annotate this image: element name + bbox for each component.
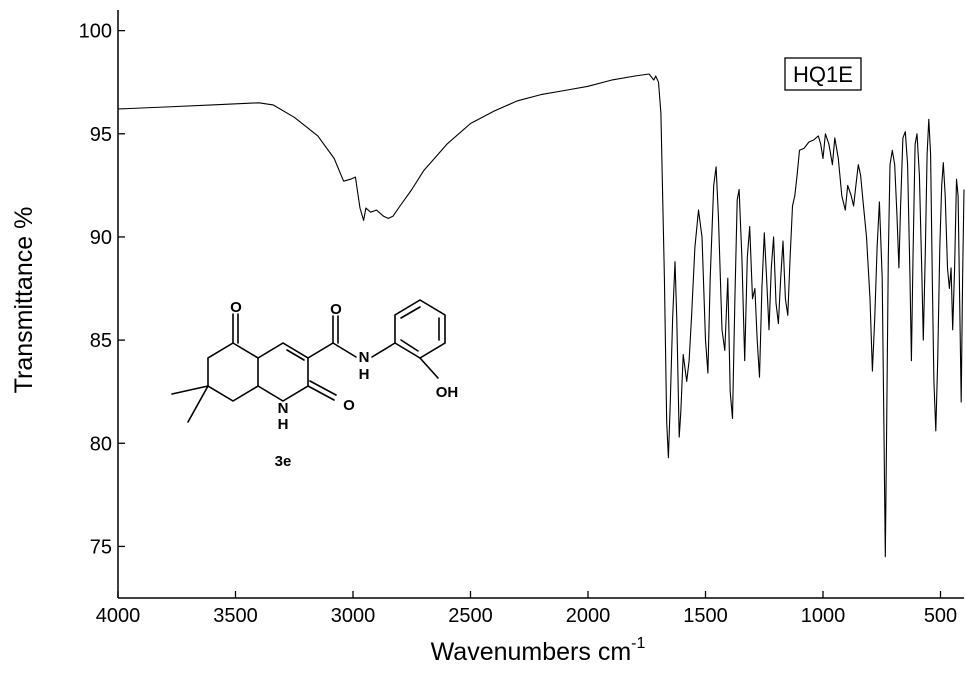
bond-pyridone-co [307, 385, 335, 401]
atom-o2: O [330, 301, 342, 318]
atom-n-amide: N [359, 349, 370, 366]
y-tick-label: 85 [90, 330, 112, 352]
bond-methyl-2 [187, 385, 209, 423]
x-tick-label: 2000 [566, 605, 611, 627]
axes [117, 10, 964, 599]
bond-ring-right [257, 342, 309, 402]
bond-amide-n [332, 342, 357, 358]
bond-phenyl-ring [394, 299, 446, 359]
x-tick-label: 3000 [331, 605, 376, 627]
legend-box [784, 57, 862, 91]
atom-n-ring: N [278, 400, 289, 417]
atom-o3: O [343, 397, 355, 414]
y-tick-label: 95 [90, 124, 112, 146]
atom-oh: OH [436, 384, 459, 401]
bond-phenyl-inner-1 [400, 306, 421, 319]
x-tick-label: 4000 [96, 605, 141, 627]
bond-n-aryl [371, 342, 396, 358]
bond-phenol-o [419, 357, 439, 379]
x-tick-label: 1000 [801, 605, 846, 627]
x-tick-label: 1500 [683, 605, 728, 627]
x-tick-label: 500 [924, 605, 957, 627]
x-tick-label: 2500 [448, 605, 493, 627]
bond-amide-c [307, 342, 334, 359]
y-ticks: 75 80 85 90 95 100 [79, 21, 125, 558]
y-tick-label: 75 [90, 536, 112, 558]
bond-double-ring [286, 349, 305, 361]
x-tick-label: 3500 [213, 605, 258, 627]
atom-h-amide: H [359, 366, 370, 383]
y-tick-label: 100 [79, 21, 112, 43]
series-line-hq1e [117, 73, 965, 558]
bond-ring-left [207, 342, 259, 402]
x-axis-title-main: Wavenumbers cm [431, 638, 632, 666]
x-ticks: 4000 3500 3000 2500 2000 1500 1000 500 [96, 591, 957, 627]
atom-o1: O [230, 299, 242, 316]
x-axis-title-superscript: -1 [631, 635, 645, 652]
x-axis-title: Wavenumbers cm-1 [431, 635, 646, 666]
legend-label: HQ1E [793, 62, 853, 87]
legend: HQ1E [784, 57, 862, 91]
molecule-structure [171, 299, 446, 423]
atom-h-ring: H [278, 416, 289, 433]
bond-phenyl-inner-3 [400, 339, 419, 352]
compound-label: 3e [275, 453, 292, 470]
bond-methyl-1 [171, 385, 209, 395]
y-tick-label: 90 [90, 227, 112, 249]
y-axis-title: Transmittance % [10, 207, 38, 394]
molecule-atom-labels: O O O N H N H OH 3e [230, 299, 458, 470]
bond-pyridone-co-b [309, 380, 337, 396]
y-tick-label: 80 [90, 433, 112, 455]
